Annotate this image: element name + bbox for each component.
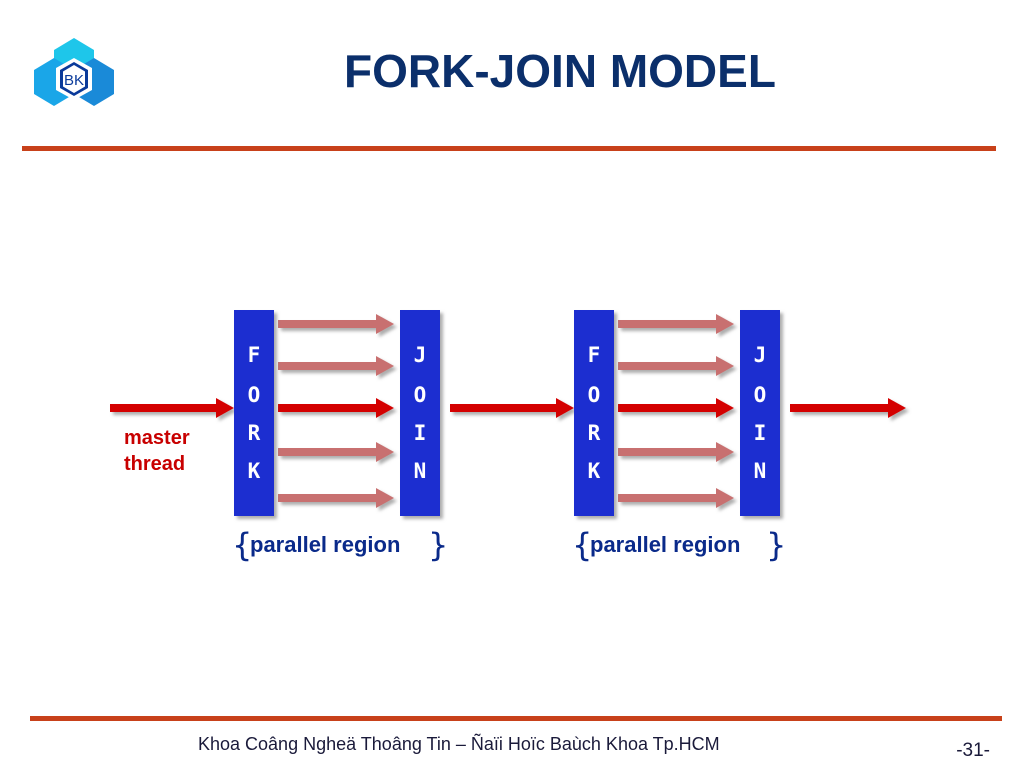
fork-bar — [234, 310, 274, 516]
fork-join-diagram: F O R K J O I N F O R K J O I N master t… — [110, 310, 906, 564]
join-letter: J — [754, 343, 767, 367]
thread-arrow — [278, 442, 394, 462]
join-letter: O — [754, 383, 767, 407]
fork-letter: O — [248, 383, 261, 407]
join-letter: O — [414, 383, 427, 407]
join-letter: N — [754, 459, 767, 483]
bk-logo: BK — [34, 38, 114, 106]
join-letter: I — [754, 421, 767, 445]
join-letter: I — [414, 421, 427, 445]
join-letter: N — [414, 459, 427, 483]
fork-letter: K — [248, 459, 261, 483]
master-thread-label: master — [124, 427, 190, 449]
thread-arrow — [278, 314, 394, 334]
master-thread-label: thread — [124, 453, 185, 475]
join-bar — [400, 310, 440, 516]
thread-arrow — [278, 488, 394, 508]
thread-arrow — [278, 356, 394, 376]
region-brace-close: } — [766, 526, 786, 564]
master-thread-arrow — [278, 398, 394, 418]
region-brace-open: { — [232, 526, 252, 564]
fork-letter: K — [588, 459, 601, 483]
master-thread-arrow — [790, 398, 906, 418]
thread-arrow — [618, 314, 734, 334]
fork-letter: R — [588, 421, 601, 445]
parallel-region-label: parallel region — [590, 532, 740, 557]
footer-text: Khoa Coâng Ngheä Thoâng Tin – Ñaïi Hoïc … — [198, 734, 720, 754]
fork-letter: O — [588, 383, 601, 407]
parallel-region-label: parallel region — [250, 532, 400, 557]
thread-arrow — [618, 442, 734, 462]
bottom-divider — [30, 716, 1002, 721]
region-brace-open: { — [572, 526, 592, 564]
fork-letter: F — [588, 343, 601, 367]
fork-letter: F — [248, 343, 261, 367]
join-letter: J — [414, 343, 427, 367]
join-bar — [740, 310, 780, 516]
fork-letter: R — [248, 421, 261, 445]
master-thread-arrow — [110, 398, 234, 418]
top-divider — [22, 146, 996, 151]
fork-bar — [574, 310, 614, 516]
logo-text: BK — [64, 72, 84, 89]
master-thread-arrow — [450, 398, 574, 418]
thread-arrow — [618, 356, 734, 376]
page-number: -31- — [956, 740, 990, 761]
page-title: FORK-JOIN MODEL — [344, 45, 776, 97]
thread-arrow — [618, 488, 734, 508]
region-brace-close: } — [428, 526, 448, 564]
master-thread-arrow — [618, 398, 734, 418]
